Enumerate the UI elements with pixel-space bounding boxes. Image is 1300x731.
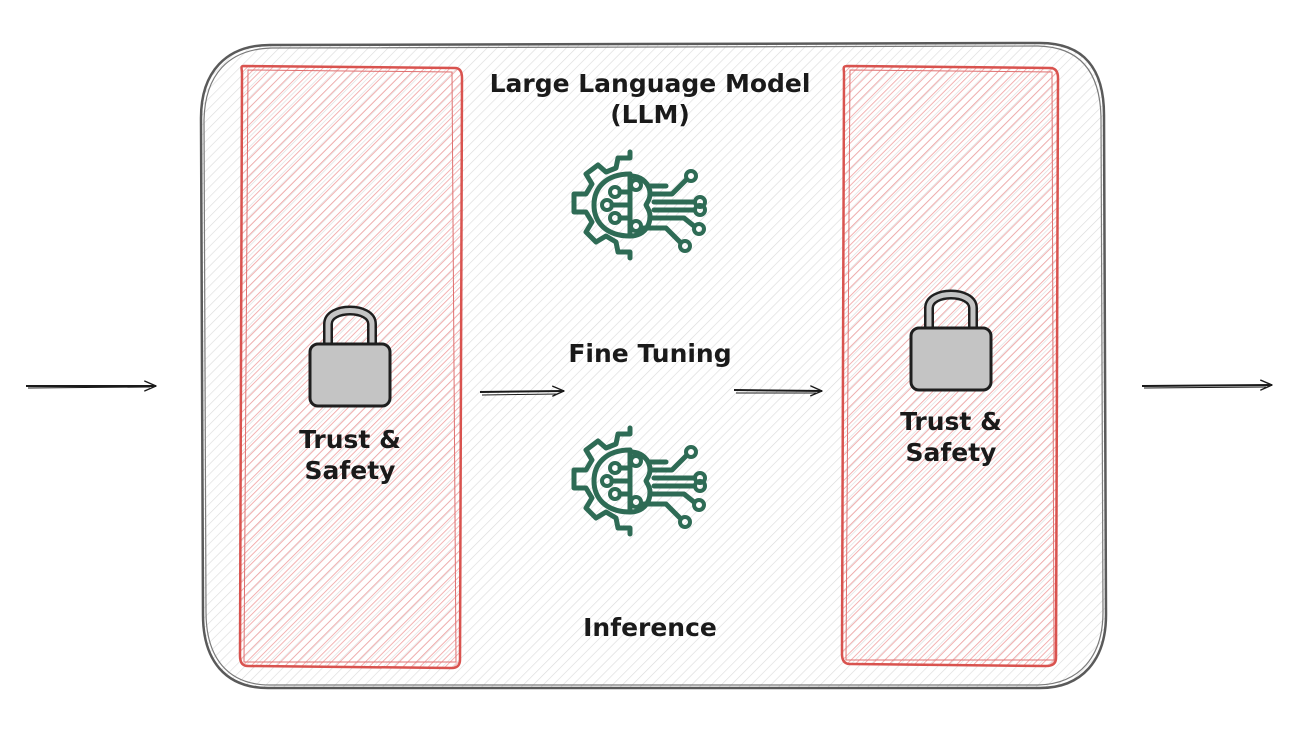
right-guard-label: Trust & Safety [871,406,1031,469]
left-guard-label-line2: Safety [304,456,396,486]
left-guard-label-line1: Trust & [299,425,401,454]
input-arrow [26,380,157,392]
model-to-guard-arrow [733,385,823,397]
llm-title-line1: Large Language Model [489,69,811,98]
fine-tuning-label: Fine Tuning [568,339,732,368]
output-arrow [1141,379,1273,391]
llm-title-line2: (LLM) [610,100,690,130]
right-guard-label-line2: Safety [905,438,997,468]
right-guard-label-line1: Trust & [900,407,1002,436]
guard-to-model-arrow [479,385,565,397]
left-guard-label: Trust & Safety [270,424,430,487]
llm-title: Large Language Model (LLM) [470,68,830,131]
inference-label: Inference [583,613,717,642]
